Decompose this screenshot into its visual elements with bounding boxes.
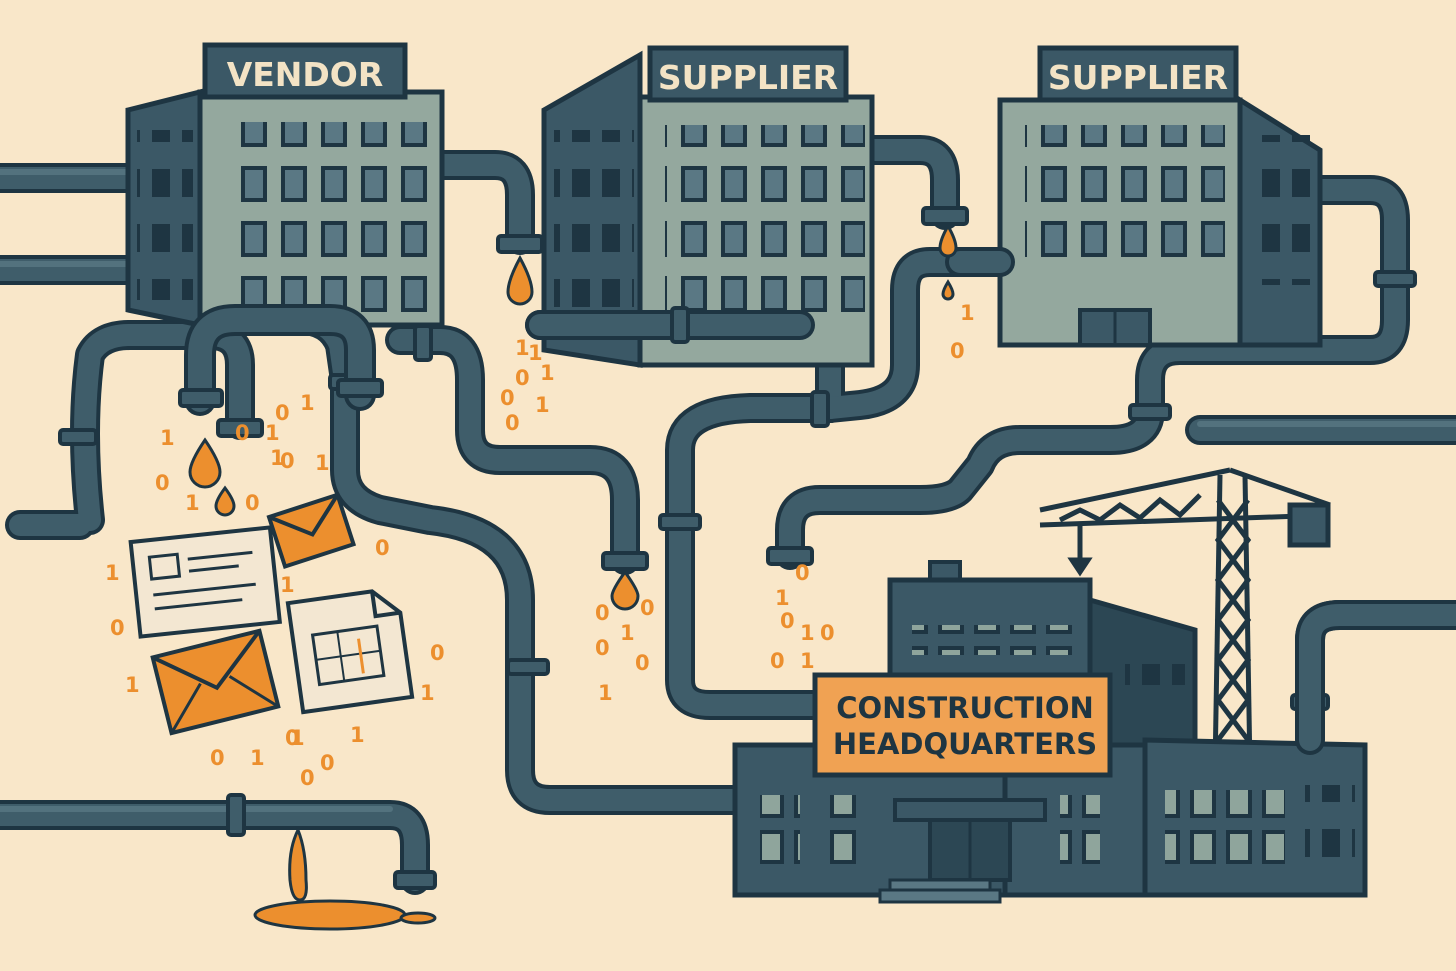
form-document-icon bbox=[131, 527, 280, 636]
supplier-building-2: SUPPLIER bbox=[1000, 48, 1320, 345]
envelope-icon bbox=[269, 495, 354, 567]
binary-digit: 1 bbox=[528, 341, 543, 365]
construction-headquarters: CONSTRUCTION HEADQUARTERS bbox=[735, 562, 1365, 902]
vendor-building: VENDOR bbox=[128, 45, 442, 325]
binary-digit: 1 bbox=[620, 621, 635, 645]
binary-digit: 0 bbox=[280, 449, 295, 473]
binary-digit: 1 bbox=[350, 723, 365, 747]
binary-digit: 0 bbox=[640, 596, 655, 620]
hq-sign-line-1: CONSTRUCTION bbox=[836, 691, 1094, 725]
binary-digit: 0 bbox=[515, 366, 530, 390]
binary-digit: 0 bbox=[245, 491, 260, 515]
binary-digit: 1 bbox=[800, 621, 815, 645]
binary-digit: 1 bbox=[125, 673, 140, 697]
binary-digit: 1 bbox=[265, 421, 280, 445]
binary-digit: 0 bbox=[950, 339, 965, 363]
supplier-2-sign: SUPPLIER bbox=[1048, 58, 1228, 97]
binary-digit: 0 bbox=[500, 386, 515, 410]
binary-digit: 1 bbox=[960, 301, 975, 325]
hq-sign-line-2: HEADQUARTERS bbox=[833, 727, 1097, 761]
binary-digit: 0 bbox=[300, 766, 315, 790]
binary-digit: 1 bbox=[290, 726, 305, 750]
binary-digit: 1 bbox=[280, 573, 295, 597]
binary-digit: 0 bbox=[375, 536, 390, 560]
binary-digit: 1 bbox=[315, 451, 330, 475]
binary-digit: 0 bbox=[155, 471, 170, 495]
binary-digit: 0 bbox=[595, 601, 610, 625]
binary-digit: 0 bbox=[595, 636, 610, 660]
binary-digit: 0 bbox=[210, 746, 225, 770]
binary-digit: 1 bbox=[250, 746, 265, 770]
binary-digit: 1 bbox=[160, 426, 175, 450]
binary-digit: 0 bbox=[780, 609, 795, 633]
binary-digit: 0 bbox=[795, 561, 810, 585]
binary-digit: 1 bbox=[420, 681, 435, 705]
envelope-icon bbox=[153, 631, 279, 733]
binary-digit: 0 bbox=[770, 649, 785, 673]
binary-digit: 0 bbox=[635, 651, 650, 675]
binary-digit: 1 bbox=[598, 681, 613, 705]
binary-digit: 0 bbox=[820, 621, 835, 645]
vendor-sign: VENDOR bbox=[227, 55, 384, 94]
binary-digit: 1 bbox=[535, 393, 550, 417]
binary-digit: 0 bbox=[505, 411, 520, 435]
binary-digit: 1 bbox=[775, 586, 790, 610]
binary-digit: 0 bbox=[235, 421, 250, 445]
binary-digit: 0 bbox=[110, 616, 125, 640]
binary-digit: 1 bbox=[800, 649, 815, 673]
binary-digit: 0 bbox=[430, 641, 445, 665]
supplier-1-sign: SUPPLIER bbox=[658, 58, 838, 97]
binary-digit: 0 bbox=[320, 751, 335, 775]
binary-digit: 1 bbox=[300, 391, 315, 415]
binary-digit: 1 bbox=[185, 491, 200, 515]
blueprint-document-icon bbox=[288, 588, 412, 712]
binary-digit: 1 bbox=[105, 561, 120, 585]
hq-pipe bbox=[1310, 615, 1456, 740]
